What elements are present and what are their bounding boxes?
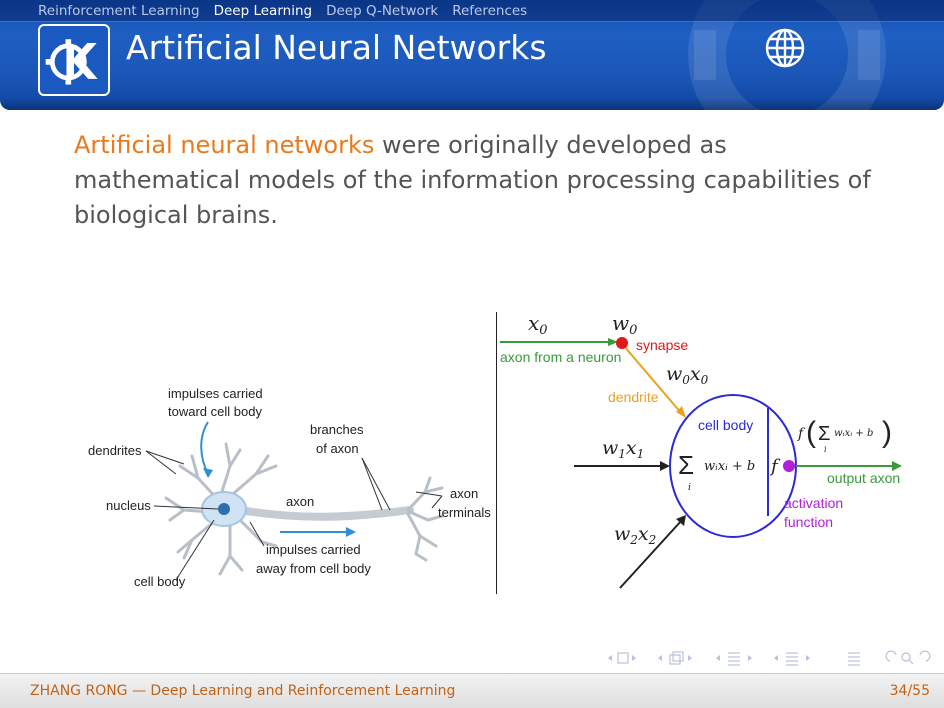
label-impulses-toward-1: impulses carried	[168, 386, 263, 401]
nav-part-next-icon[interactable]	[806, 655, 810, 661]
nav-reinforcement-learning[interactable]: Reinforcement Learning	[38, 3, 200, 19]
output-paren-open: (	[806, 416, 816, 449]
dendrite-line	[623, 345, 683, 415]
label-x0: x0	[528, 311, 548, 338]
label-branches-1: branches	[310, 422, 364, 437]
label-activation-1: activation	[784, 495, 843, 511]
output-sigma: Σ	[818, 423, 830, 445]
label-nucleus: nucleus	[106, 498, 151, 513]
synapse-dot	[616, 337, 628, 349]
figure-divider	[496, 312, 497, 594]
slide-title: Artificial Neural Networks	[126, 28, 547, 67]
footer-page-number: 34/55	[889, 683, 930, 699]
label-f-inside: f	[769, 456, 781, 477]
activation-dot	[783, 460, 795, 472]
nav-forward-icon[interactable]	[919, 650, 931, 662]
w2x2-input-line	[619, 519, 683, 589]
nav-deep-learning[interactable]: Deep Learning	[213, 3, 313, 19]
slide-header: Reinforcement Learning Deep Learning Dee…	[0, 0, 944, 110]
label-activation-2: function	[784, 514, 833, 530]
gear-watermark-icon	[688, 0, 886, 110]
impulse-toward-arrow	[200, 421, 209, 475]
label-axon-terminals-2: terminals	[438, 505, 491, 520]
kde-logo-icon	[38, 24, 110, 96]
nav-frame-next-icon[interactable]	[632, 655, 636, 661]
label-w0: w0	[612, 311, 637, 338]
header-shadow	[0, 98, 944, 110]
nav-references[interactable]: References	[452, 3, 528, 19]
label-dendrites: dendrites	[88, 443, 142, 458]
label-output-axon: output axon	[827, 470, 900, 486]
output-sum-expression: wᵢxᵢ + b	[834, 428, 873, 439]
sigma-index: i	[688, 483, 691, 493]
intro-highlight: Artificial neural networks	[74, 131, 375, 159]
axon-terminal-branches	[406, 476, 444, 562]
label-synapse: synapse	[636, 337, 688, 353]
label-cell-body: cell body	[134, 574, 186, 589]
globe-icon	[765, 28, 805, 68]
label-dendrite: dendrite	[608, 389, 659, 405]
output-sigma-index: i	[824, 445, 827, 454]
sigma-symbol: Σ	[678, 450, 694, 480]
axon-shape	[236, 506, 414, 521]
slide-footer: ZHANG RONG — Deep Learning and Reinforce…	[0, 673, 944, 708]
nav-frame-prev-icon[interactable]	[608, 655, 612, 661]
nav-subsection-next-icon[interactable]	[688, 655, 692, 661]
intro-text: were originally developed as mathematica…	[74, 131, 871, 229]
nav-part-icon[interactable]	[786, 652, 798, 666]
nav-subsection-icon[interactable]	[669, 651, 684, 665]
nav-section-icon[interactable]	[728, 652, 740, 666]
label-branches-2: of axon	[316, 441, 359, 456]
label-impulses-toward-2: toward cell body	[168, 404, 262, 419]
footer-author-title: ZHANG RONG — Deep Learning and Reinforce…	[30, 683, 456, 699]
nav-part-prev-icon[interactable]	[774, 655, 778, 661]
biological-neuron-figure: impulses carried toward cell body dendri…	[88, 386, 491, 589]
nav-section-next-icon[interactable]	[748, 655, 752, 661]
label-w1x1: w1x1	[602, 437, 644, 461]
label-axon: axon	[286, 494, 314, 509]
label-axon-from-neuron: axon from a neuron	[500, 349, 621, 365]
section-navigation-bar: Reinforcement Learning Deep Learning Dee…	[0, 0, 944, 22]
output-f: f	[797, 426, 806, 442]
label-axon-terminals-1: axon	[450, 486, 478, 501]
label-w0x0: w0x0	[666, 363, 709, 387]
beamer-navigation-controls	[608, 650, 931, 666]
artificial-neuron-figure: x0 w0 w0x0 w1x1 w2x2 Σ i wᵢxᵢ + b f f ( …	[500, 311, 902, 589]
label-impulses-away-2: away from cell body	[256, 561, 371, 576]
intro-paragraph: Artificial neural networks were original…	[74, 128, 874, 233]
nav-back-icon[interactable]	[885, 650, 897, 662]
output-paren-close: )	[882, 416, 892, 449]
label-w2x2: w2x2	[614, 523, 656, 547]
nav-section-prev-icon[interactable]	[716, 655, 720, 661]
nucleus-shape	[218, 503, 230, 515]
nav-subsection-prev-icon[interactable]	[658, 655, 662, 661]
nav-search-icon[interactable]	[901, 652, 914, 665]
label-cell-body: cell body	[698, 417, 753, 433]
label-impulses-away-1: impulses carried	[266, 542, 361, 557]
nav-document-icon[interactable]	[848, 652, 860, 666]
nav-frame-icon[interactable]	[617, 652, 629, 664]
nav-deep-q-network[interactable]: Deep Q-Network	[326, 3, 439, 19]
sum-expression: wᵢxᵢ + b	[704, 459, 755, 474]
